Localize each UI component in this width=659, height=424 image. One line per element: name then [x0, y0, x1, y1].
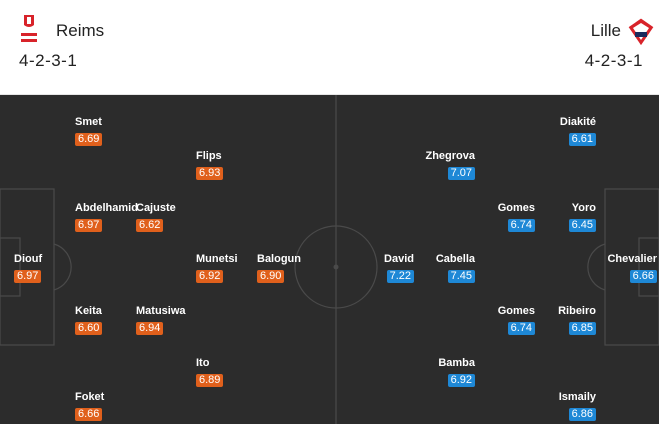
away-player-gomes-2[interactable]: Gomes 6.74	[475, 305, 535, 339]
player-name: Cajuste	[136, 202, 176, 214]
away-player-cabella[interactable]: Cabella 7.45	[415, 253, 475, 287]
home-player-matusiwa[interactable]: Matusiwa 6.94	[136, 305, 196, 339]
player-name: Ismaily	[558, 391, 596, 403]
home-player-foket[interactable]: Foket 6.66	[75, 391, 135, 424]
home-player-smet[interactable]: Smet 6.69	[75, 116, 135, 150]
reims-logo-icon	[21, 15, 37, 42]
player-rating: 6.97	[75, 219, 103, 232]
player-rating: 6.94	[136, 322, 164, 335]
player-rating: 6.85	[568, 322, 596, 335]
away-player-zhegrova[interactable]: Zhegrova 7.07	[415, 150, 475, 184]
player-rating: 6.69	[75, 133, 103, 146]
away-player-ribeiro[interactable]: Ribeiro 6.85	[536, 305, 596, 339]
home-team-name: Reims	[56, 21, 105, 40]
player-name: Diouf	[14, 253, 43, 265]
player-name: Yoro	[571, 202, 596, 214]
player-name: Foket	[75, 391, 105, 403]
home-player-cajuste[interactable]: Cajuste 6.62	[136, 202, 196, 236]
player-name: Matusiwa	[136, 305, 186, 317]
pitch: Smet 6.69 Flips 6.93 Abdelhamid 6.97 Caj…	[0, 95, 659, 424]
player-rating: 6.74	[507, 322, 535, 335]
player-rating: 6.74	[507, 219, 535, 232]
player-name: Bamba	[438, 357, 475, 369]
player-name: Flips	[196, 150, 222, 162]
player-name: Cabella	[435, 253, 475, 265]
player-rating: 7.22	[386, 270, 414, 283]
lille-logo-icon	[627, 17, 655, 47]
player-name: Abdelhamid	[75, 202, 138, 214]
home-formation: 4-2-3-1	[19, 51, 78, 70]
player-rating: 6.97	[14, 270, 42, 283]
pitch-markings	[0, 95, 659, 424]
home-player-diouf[interactable]: Diouf 6.97	[14, 253, 74, 287]
player-name: Zhegrova	[425, 150, 475, 162]
away-player-yoro[interactable]: Yoro 6.45	[536, 202, 596, 236]
player-name: Smet	[75, 116, 102, 128]
player-name: Gomes	[497, 202, 535, 214]
player-rating: 6.92	[447, 374, 475, 387]
player-rating: 6.66	[629, 270, 657, 283]
player-name: Munetsi	[196, 253, 238, 265]
player-name: Gomes	[497, 305, 535, 317]
away-player-chevalier[interactable]: Chevalier 6.66	[597, 253, 657, 287]
player-name: Diakité	[559, 116, 596, 128]
away-player-bamba[interactable]: Bamba 6.92	[415, 357, 475, 391]
away-player-gomes-1[interactable]: Gomes 6.74	[475, 202, 535, 236]
home-player-keita[interactable]: Keita 6.60	[75, 305, 135, 339]
player-name: David	[384, 253, 414, 265]
home-player-flips[interactable]: Flips 6.93	[196, 150, 256, 184]
home-player-balogun[interactable]: Balogun 6.90	[257, 253, 317, 287]
player-rating: 6.92	[196, 270, 224, 283]
player-rating: 6.90	[257, 270, 285, 283]
match-header: Reims 4-2-3-1 Lille 4-2-3-1	[0, 0, 659, 95]
player-name: Keita	[75, 305, 102, 317]
player-rating: 6.93	[196, 167, 224, 180]
away-player-ismaily[interactable]: Ismaily 6.86	[536, 391, 596, 424]
player-name: Balogun	[257, 253, 301, 265]
away-player-diakite[interactable]: Diakité 6.61	[536, 116, 596, 150]
player-rating: 6.61	[568, 133, 596, 146]
player-name: Ito	[196, 357, 210, 369]
home-player-abdelhamid[interactable]: Abdelhamid 6.97	[75, 202, 138, 236]
player-rating: 6.89	[196, 374, 224, 387]
player-rating: 6.60	[75, 322, 103, 335]
player-rating: 7.07	[447, 167, 475, 180]
home-player-munetsi[interactable]: Munetsi 6.92	[196, 253, 256, 287]
player-rating: 6.86	[568, 408, 596, 421]
player-rating: 7.45	[447, 270, 475, 283]
away-formation: 4-2-3-1	[584, 51, 643, 70]
player-rating: 6.45	[568, 219, 596, 232]
away-player-david[interactable]: David 7.22	[354, 253, 414, 287]
player-name: Ribeiro	[558, 305, 596, 317]
away-team-name: Lille	[590, 21, 621, 40]
player-rating: 6.62	[136, 219, 164, 232]
player-name: Chevalier	[607, 253, 657, 265]
player-rating: 6.66	[75, 408, 103, 421]
home-player-ito[interactable]: Ito 6.89	[196, 357, 256, 391]
